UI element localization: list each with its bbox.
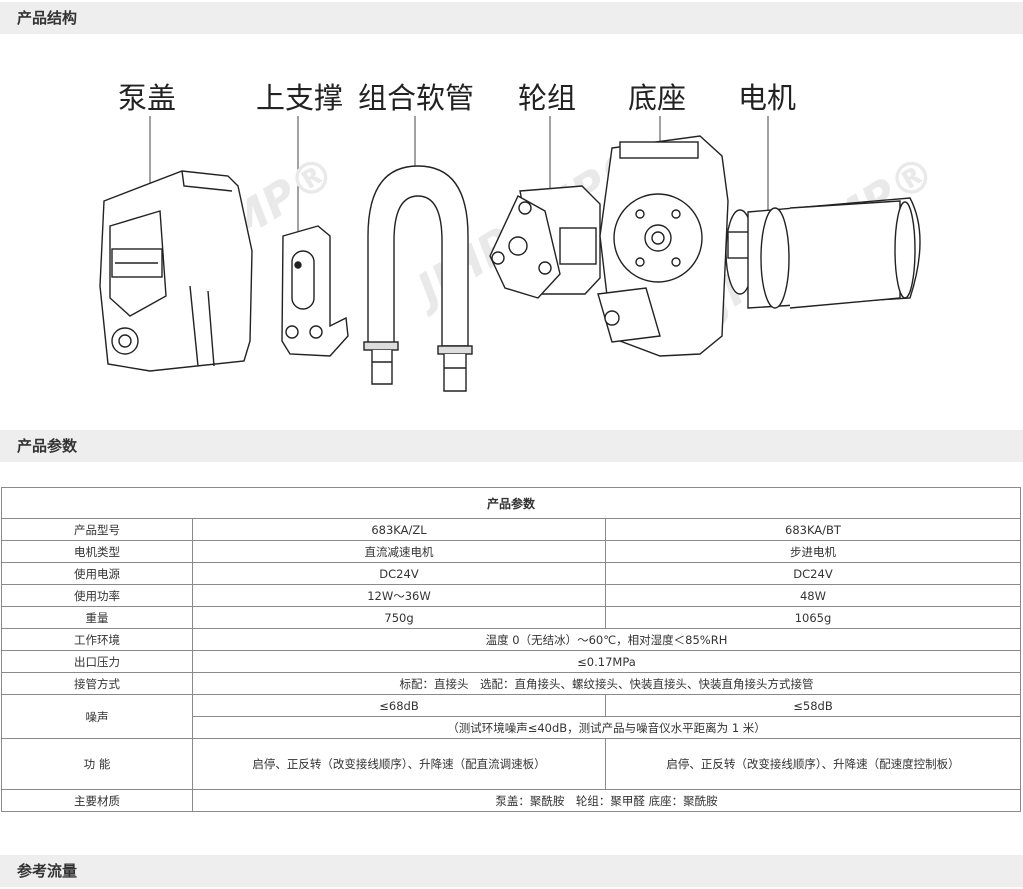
cell-value: 1065g <box>605 606 1021 629</box>
table-row: 出口压力 ≤0.17MPa <box>1 650 1021 673</box>
cell-value: 683KA/ZL <box>192 518 606 541</box>
motor-illustration <box>725 197 921 309</box>
cell-value: 温度 0（无结冰）～60℃，相对湿度＜85%RH <box>192 628 1021 651</box>
row-label: 电机类型 <box>1 540 193 563</box>
section-header-structure: 产品结构 <box>0 2 1023 34</box>
table-row: 功 能 启停、正反转（改变接线顺序）、升降速（配直流调速板） 启停、正反转（改变… <box>1 738 1021 790</box>
table-row: 使用功率 12W～36W 48W <box>1 584 1021 607</box>
table-row: 噪声 ≤68dB ≤58dB <box>1 694 1021 739</box>
section-title: 产品参数 <box>17 437 78 455</box>
cell-value: 启停、正反转（改变接线顺序）、升降速（配直流调速板） <box>192 738 606 790</box>
table-row: 使用电源 DC24V DC24V <box>1 562 1021 585</box>
cell-value: ≤68dB <box>192 694 606 717</box>
cell-value: 683KA/BT <box>605 518 1021 541</box>
row-label: 功 能 <box>1 738 193 790</box>
cell-value: 启停、正反转（改变接线顺序）、升降速（配速度控制板） <box>605 738 1021 790</box>
section-title: 产品结构 <box>17 9 78 27</box>
section-header-flow: 参考流量 <box>0 855 1023 887</box>
row-label: 出口压力 <box>1 650 193 673</box>
tube-assembly-illustration <box>363 165 473 392</box>
section-title: 参考流量 <box>17 862 78 880</box>
part-label-roller-set: 轮组 <box>518 81 576 115</box>
cell-value: DC24V <box>192 562 606 585</box>
cell-value: 步进电机 <box>605 540 1021 563</box>
row-label: 主要材质 <box>1 789 193 812</box>
table-row: 产品型号 683KA/ZL 683KA/BT <box>1 518 1021 541</box>
row-label: 使用功率 <box>1 584 193 607</box>
pump-cover-illustration <box>99 170 253 372</box>
cell-value: 750g <box>192 606 606 629</box>
table-caption-row: 产品参数 <box>1 487 1021 519</box>
cell-value: 12W～36W <box>192 584 606 607</box>
row-label: 工作环境 <box>1 628 193 651</box>
part-label-upper-support: 上支撑 <box>256 81 343 115</box>
table-row: 重量 750g 1065g <box>1 606 1021 629</box>
section-header-params: 产品参数 <box>0 430 1023 462</box>
base-illustration <box>597 135 729 357</box>
cell-value: ≤58dB <box>605 694 1021 717</box>
table-row: （测试环境噪声≤40dB，测试产品与噪音仪水平距离为 1 米） <box>2 716 1021 739</box>
part-label-base: 底座 <box>628 81 686 115</box>
part-label-motor: 电机 <box>738 81 796 115</box>
row-label: 产品型号 <box>1 518 193 541</box>
cell-value: 直流减速电机 <box>192 540 606 563</box>
product-params-table: 产品参数 产品型号 683KA/ZL 683KA/BT 电机类型 直流减速电机 … <box>1 487 1021 812</box>
part-label-pump-cover: 泵盖 <box>118 81 176 115</box>
cell-value: 泵盖：聚酰胺 轮组：聚甲醛 底座：聚酰胺 <box>192 789 1021 812</box>
table-row: 电机类型 直流减速电机 步进电机 <box>1 540 1021 563</box>
roller-set-illustration <box>489 185 601 299</box>
row-label: 接管方式 <box>1 672 193 695</box>
cell-value: 标配：直接头 选配：直角接头、螺纹接头、快装直接头、快装直角接头方式接管 <box>192 672 1021 695</box>
table-row: 接管方式 标配：直接头 选配：直角接头、螺纹接头、快装直接头、快装直角接头方式接… <box>1 672 1021 695</box>
cell-value: ≤0.17MPa <box>192 650 1021 673</box>
table-row: 工作环境 温度 0（无结冰）～60℃，相对湿度＜85%RH <box>1 628 1021 651</box>
row-label: 噪声 <box>1 694 193 739</box>
table-row: 主要材质 泵盖：聚酰胺 轮组：聚甲醛 底座：聚酰胺 <box>1 789 1021 812</box>
product-structure-diagram: 泵盖 上支撑 组合软管 轮组 底座 电机 JIHPUMP® JIHPUMP® J… <box>0 36 1023 428</box>
cell-value: 48W <box>605 584 1021 607</box>
row-label: 使用电源 <box>1 562 193 585</box>
cell-value: （测试环境噪声≤40dB，测试产品与噪音仪水平距离为 1 米） <box>192 716 1021 739</box>
cell-value: DC24V <box>605 562 1021 585</box>
upper-support-illustration <box>281 225 349 357</box>
row-label: 重量 <box>1 606 193 629</box>
part-label-tube-assembly: 组合软管 <box>358 81 474 115</box>
table-caption: 产品参数 <box>1 487 1021 519</box>
